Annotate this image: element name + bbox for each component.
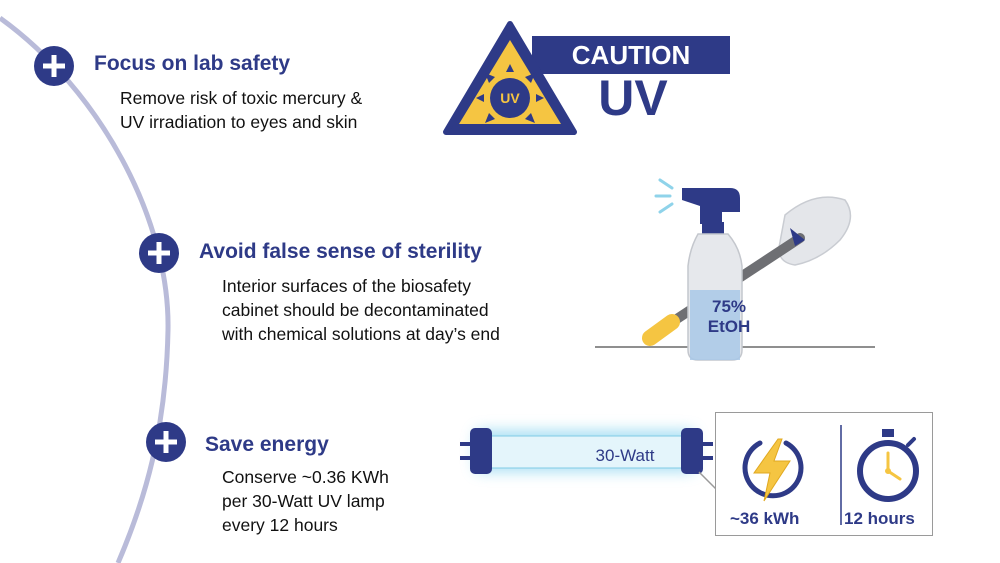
energy-stats-box: ~36 kWh 12 hours: [715, 412, 933, 536]
triangle-uv-label: UV: [500, 90, 520, 106]
plus-icon: [139, 233, 179, 273]
item-title-save-energy: Save energy: [205, 433, 329, 456]
description-line: every 12 hours: [222, 515, 338, 535]
caution-banner: CAUTION: [532, 36, 730, 74]
item-description-lab-safety: Remove risk of toxic mercury & UV irradi…: [120, 86, 362, 134]
bottle-label-line: EtOH: [707, 317, 751, 336]
time-stat-label: 12 hours: [844, 509, 915, 528]
divider: [840, 425, 842, 525]
item-title-lab-safety: Focus on lab safety: [94, 52, 291, 75]
bottle-label: 75% EtOH: [697, 297, 761, 337]
description-line: UV irradiation to eyes and skin: [120, 112, 358, 132]
description-line: Conserve ~0.36 KWh: [222, 467, 389, 487]
stopwatch-icon: [857, 429, 919, 502]
lamp-label: 30-Watt: [595, 446, 655, 465]
warning-triangle-icon: UV: [443, 21, 577, 135]
item-description-save-energy: Conserve ~0.36 KWh per 30-Watt UV lamp e…: [222, 465, 389, 537]
description-line: with chemical solutions at day’s end: [222, 324, 500, 344]
bottle-label-line: 75%: [711, 297, 747, 316]
description-line: per 30-Watt UV lamp: [222, 491, 385, 511]
description-line: cabinet should be decontaminated: [222, 300, 489, 320]
spray-bottle-icon: [595, 178, 875, 361]
uv-lamp-icon: [460, 428, 718, 491]
lightning-icon: [742, 438, 804, 502]
description-line: Interior surfaces of the biosafety: [222, 276, 472, 296]
item-title-sterility: Avoid false sense of sterility: [199, 240, 482, 263]
plus-icon: [34, 46, 74, 86]
description-line: Remove risk of toxic mercury &: [120, 88, 363, 108]
energy-stat-label: ~36 kWh: [730, 509, 800, 528]
plus-icon: [146, 422, 186, 462]
item-description-sterility: Interior surfaces of the biosafety cabin…: [222, 274, 500, 346]
caution-uv-text: UV: [598, 70, 668, 126]
